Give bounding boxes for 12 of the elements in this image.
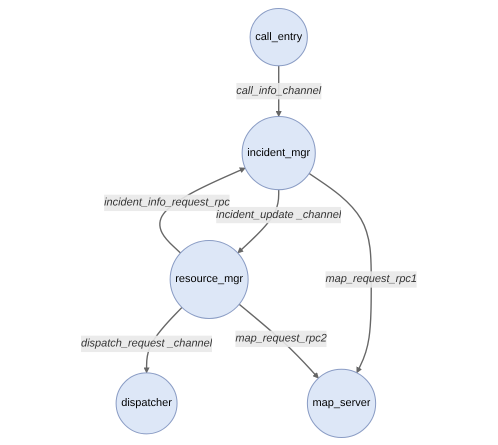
edge-label: incident_info_request_rpc xyxy=(104,196,230,208)
arrow xyxy=(308,172,372,373)
node-circle: map_server xyxy=(306,368,376,438)
node-circle: dispatcher xyxy=(116,372,178,434)
edge-label: map_request_rpc2 xyxy=(235,332,327,344)
edge-label: dispatch_request _channel xyxy=(80,337,212,349)
node-circle: incident_mgr xyxy=(242,116,316,190)
node-circle: resource_mgr xyxy=(170,239,249,318)
edge-label: map_request_rpc1 xyxy=(325,272,418,284)
edge-label: call_info_channel xyxy=(236,84,322,96)
node-circle: call_entry xyxy=(250,7,308,66)
edge-label: incident_update _channel xyxy=(216,208,342,220)
